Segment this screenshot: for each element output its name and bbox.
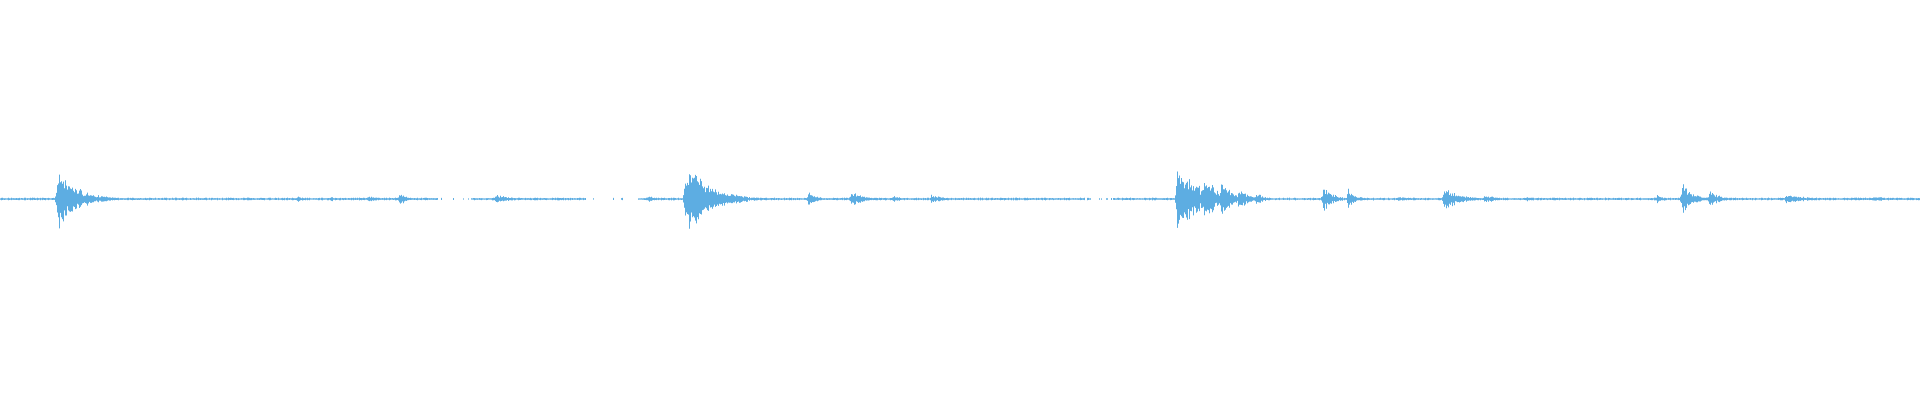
waveform-trace	[0, 171, 1920, 229]
waveform-bars	[0, 171, 1920, 229]
